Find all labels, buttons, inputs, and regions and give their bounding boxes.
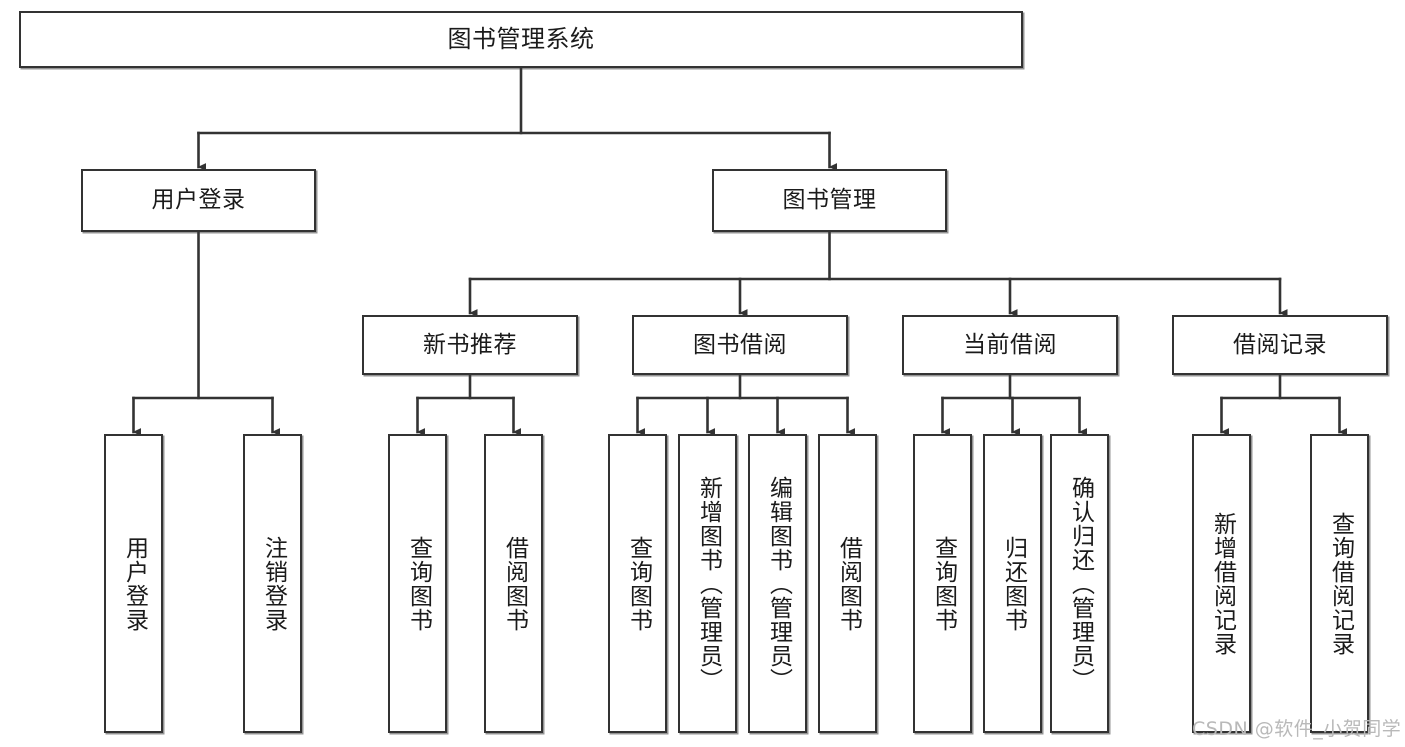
node-current-borrow[interactable]: 当前借阅: [902, 315, 1118, 375]
node-leaf-query-book-3[interactable]: 查询图书: [913, 434, 972, 733]
node-label: 借阅图书: [501, 535, 528, 632]
csdn-watermark: CSDN @软件_小贺同学: [1192, 718, 1402, 740]
node-label: 查询图书: [625, 535, 652, 632]
node-root[interactable]: 图书管理系统: [19, 11, 1023, 68]
node-leaf-user-login[interactable]: 用户登录: [104, 434, 163, 733]
node-label: 图书管理: [782, 187, 877, 214]
node-leaf-logout[interactable]: 注销登录: [243, 434, 302, 733]
node-label: 新增图书（管理员）: [695, 475, 722, 692]
node-label: 查询图书: [930, 535, 957, 632]
node-leaf-confirm-return[interactable]: 确认归还（管理员）: [1050, 434, 1109, 733]
node-label: 确认归还（管理员）: [1067, 475, 1094, 692]
node-leaf-add-book[interactable]: 新增图书（管理员）: [678, 434, 737, 733]
node-label: 查询借阅记录: [1327, 511, 1354, 656]
node-label: 用户登录: [121, 535, 148, 632]
node-leaf-query-book-2[interactable]: 查询图书: [608, 434, 667, 733]
node-leaf-borrow-book-2[interactable]: 借阅图书: [818, 434, 877, 733]
node-new-book-recommend[interactable]: 新书推荐: [362, 315, 578, 375]
node-book-manage[interactable]: 图书管理: [712, 169, 947, 232]
node-label: 图书管理系统: [447, 24, 595, 53]
node-label: 编辑图书（管理员）: [765, 475, 792, 692]
node-leaf-edit-book[interactable]: 编辑图书（管理员）: [748, 434, 807, 733]
node-label: 新增借阅记录: [1209, 511, 1236, 656]
node-label: 借阅图书: [835, 535, 862, 632]
node-borrow-record[interactable]: 借阅记录: [1172, 315, 1388, 375]
node-label: 注销登录: [260, 535, 287, 632]
node-leaf-add-record[interactable]: 新增借阅记录: [1192, 434, 1251, 733]
node-label: 借阅记录: [1233, 331, 1327, 358]
node-label: 图书借阅: [693, 331, 787, 358]
node-label: 用户登录: [151, 187, 246, 214]
node-user-login[interactable]: 用户登录: [81, 169, 316, 232]
node-label: 查询图书: [405, 535, 432, 632]
node-leaf-query-record[interactable]: 查询借阅记录: [1310, 434, 1369, 733]
node-label: 归还图书: [1000, 535, 1027, 632]
node-label: 当前借阅: [963, 331, 1057, 358]
node-leaf-query-book-1[interactable]: 查询图书: [388, 434, 447, 733]
node-label: 新书推荐: [423, 331, 517, 358]
node-book-borrow[interactable]: 图书借阅: [632, 315, 848, 375]
node-leaf-borrow-book-1[interactable]: 借阅图书: [484, 434, 543, 733]
node-leaf-return-book[interactable]: 归还图书: [983, 434, 1042, 733]
